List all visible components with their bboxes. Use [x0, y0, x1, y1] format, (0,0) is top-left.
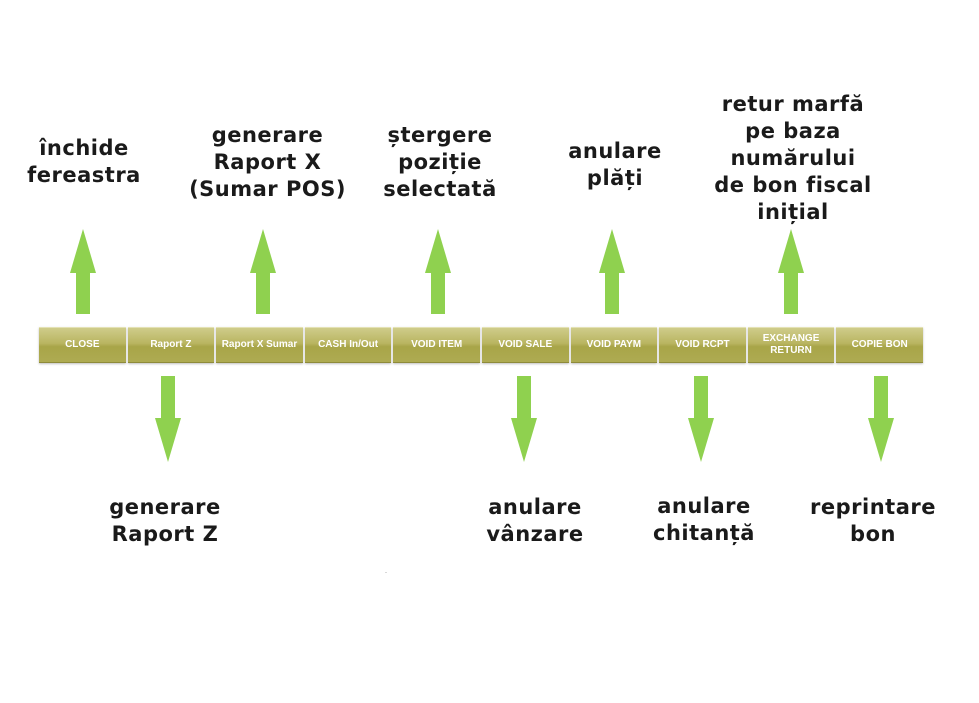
label-exchange-return: retur marfă pe baza numărului de bon fis…: [714, 92, 872, 224]
stray-dot: [385, 572, 387, 573]
pos-toolbar: CLOSE Raport Z Raport X Sumar CASH In/Ou…: [39, 327, 923, 363]
arrow-up-raport-x: [250, 229, 276, 314]
arrow-up-exchange-return: [778, 229, 804, 314]
cash-in-out-button[interactable]: CASH In/Out: [304, 327, 392, 363]
label-raport-z: generare Raport Z: [109, 495, 221, 546]
arrow-down-raport-z: [155, 376, 181, 462]
label-void-paym: anulare plăți: [568, 139, 662, 190]
void-rcpt-button[interactable]: VOID RCPT: [659, 327, 746, 363]
arrow-down-copie-bon: [868, 376, 894, 462]
label-void-sale: anulare vânzare: [486, 495, 584, 546]
void-paym-button[interactable]: VOID PAYM: [570, 327, 658, 363]
arrow-up-close: [70, 229, 96, 314]
label-copie-bon: reprintare bon: [810, 495, 936, 546]
void-sale-button[interactable]: VOID SALE: [481, 327, 569, 363]
raport-z-button[interactable]: Raport Z: [127, 327, 215, 363]
arrow-up-void-item: [425, 229, 451, 314]
arrow-down-void-sale: [511, 376, 537, 462]
void-item-button[interactable]: VOID ITEM: [393, 327, 480, 363]
close-button[interactable]: CLOSE: [39, 327, 126, 363]
raport-x-sumar-button[interactable]: Raport X Sumar: [216, 327, 303, 363]
label-raport-x: generare Raport X (Sumar POS): [189, 123, 346, 201]
arrow-down-void-rcpt: [688, 376, 714, 462]
label-void-rcpt: anulare chitanță: [653, 494, 755, 545]
label-void-item: ștergere poziție selectată: [383, 123, 497, 201]
copie-bon-button[interactable]: COPIE BON: [836, 327, 923, 363]
arrow-up-void-paym: [599, 229, 625, 314]
exchange-return-button[interactable]: EXCHANGE RETURN: [747, 327, 835, 363]
label-close: închide fereastra: [27, 136, 141, 187]
